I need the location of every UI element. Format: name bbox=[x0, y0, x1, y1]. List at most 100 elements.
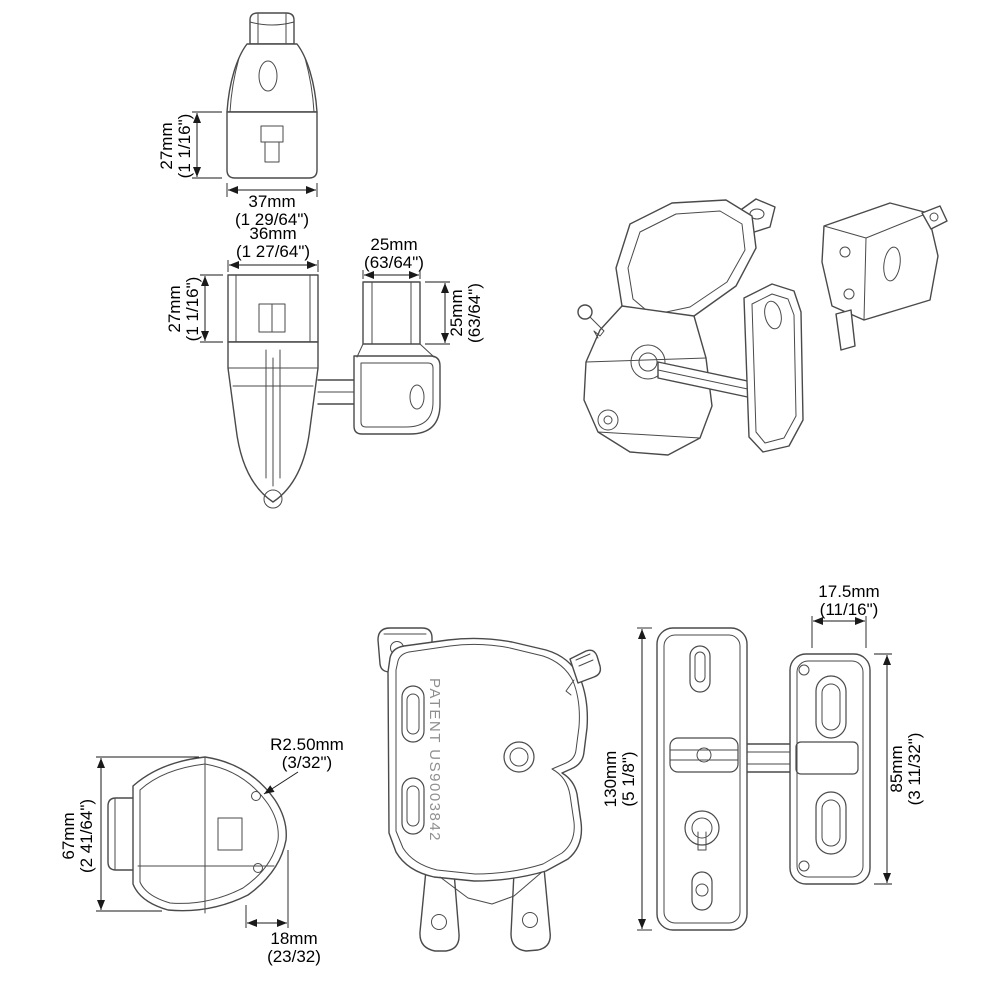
fillet-hole bbox=[253, 863, 263, 873]
latch-side-dimensions: 130mm (5 1/8") 17.5mm (11/16") 85mm (3 1… bbox=[601, 582, 924, 931]
transition-line bbox=[356, 343, 364, 358]
dim-knob-height-mm: 67mm bbox=[59, 812, 78, 859]
key-icon bbox=[569, 649, 602, 684]
knob-body bbox=[132, 756, 287, 912]
dim-striker-width-mm: 17.5mm bbox=[818, 582, 879, 601]
bell-shade-line bbox=[304, 57, 315, 113]
transition-line bbox=[419, 343, 435, 358]
screw-slot-top bbox=[689, 645, 711, 693]
cap-shade-line bbox=[249, 21, 295, 26]
housing-edge-line bbox=[597, 431, 701, 439]
dim-bracket-width-mm: 25mm bbox=[370, 235, 417, 254]
knob-side-view bbox=[107, 756, 287, 914]
slot-lower-inner bbox=[406, 785, 420, 827]
gear-detail bbox=[630, 344, 666, 380]
striker-slot-top bbox=[815, 675, 847, 739]
pivot-housing bbox=[669, 737, 739, 773]
striker-body-outline bbox=[789, 653, 871, 885]
dim-bracket-width-in: (63/64") bbox=[364, 253, 424, 272]
striker-slot-bottom-inner bbox=[821, 799, 841, 847]
knob-side-dimensions: 67mm (2 41/64") R2.50mm (3/32") 18mm (23… bbox=[59, 735, 344, 966]
key-icon bbox=[565, 679, 575, 696]
striker-body-outline bbox=[227, 274, 319, 343]
middle-bracket-inner bbox=[751, 293, 797, 444]
pivot-boss bbox=[503, 741, 535, 773]
dim-knob-width-in: (23/32) bbox=[267, 947, 321, 966]
latch-shield-body bbox=[387, 637, 589, 882]
retaining-ring bbox=[263, 489, 283, 509]
dim-striker-front-width-in: (1 29/64") bbox=[235, 210, 309, 229]
housing-slot bbox=[883, 246, 901, 282]
slot-lower bbox=[401, 777, 425, 835]
lock-cylinder bbox=[597, 409, 619, 431]
dim-striker-side-height-in: (1 1/16") bbox=[183, 277, 202, 342]
d-mark-top bbox=[798, 664, 810, 676]
d-mark-bottom bbox=[798, 860, 810, 872]
latch-front-view: PATENT US9003842 bbox=[377, 627, 602, 952]
dim-knob-height-in: (2 41/64") bbox=[77, 799, 96, 873]
tab-hole bbox=[929, 212, 939, 222]
housing-top-tab bbox=[921, 205, 948, 230]
gear-detail bbox=[638, 352, 658, 372]
pivot-bracket bbox=[353, 355, 441, 435]
housing-edge-line bbox=[585, 357, 707, 363]
lock-cylinder bbox=[684, 810, 720, 846]
fillet-hole bbox=[251, 791, 261, 801]
striker-base-block bbox=[226, 111, 318, 179]
keyhole-slot bbox=[697, 831, 707, 851]
dim-striker-side-height-mm: 27mm bbox=[165, 285, 184, 332]
slot-upper-inner bbox=[406, 693, 420, 735]
knob-spindle-tab bbox=[107, 797, 135, 871]
striker-side-dimensions: 36mm (1 27/64") 25mm (63/64") 27mm (1 1/… bbox=[165, 224, 484, 345]
striker-front-dimensions: 27mm (1 1/16") 37mm (1 29/64") bbox=[157, 111, 318, 229]
striker-body-inner bbox=[796, 660, 864, 878]
bottom-mount-prong-left bbox=[419, 869, 460, 952]
dim-striker-height-in: (3 11/32") bbox=[905, 733, 924, 806]
lock-cylinder bbox=[603, 415, 613, 425]
bar-engagement-block bbox=[795, 741, 859, 775]
screw-head bbox=[695, 883, 709, 897]
exploded-assembly-view bbox=[577, 198, 948, 456]
bottom-mount-prong-right bbox=[510, 867, 551, 952]
striker-slot-top-inner bbox=[821, 683, 841, 731]
dim-latch-height-mm: 130mm bbox=[601, 751, 620, 808]
dim-latch-height-in: (5 1/8") bbox=[619, 751, 638, 806]
dim-striker-front-height-mm: 27mm bbox=[157, 122, 176, 169]
middle-bracket bbox=[743, 283, 804, 453]
striker-side-view bbox=[227, 274, 441, 509]
dim-striker-side-width-in: (1 27/64") bbox=[236, 242, 310, 261]
slot-upper bbox=[401, 685, 425, 743]
housing-pin bbox=[835, 309, 856, 351]
base-pin-detail bbox=[264, 141, 280, 163]
dim-striker-front-width-mm: 37mm bbox=[248, 192, 295, 211]
key-icon bbox=[575, 653, 591, 661]
knob-hub-detail bbox=[217, 817, 243, 851]
dim-bracket-height-in: (63/64") bbox=[465, 283, 484, 343]
dim-knob-width-mm: 18mm bbox=[270, 929, 317, 948]
pivot-pin bbox=[696, 747, 712, 763]
mount-hole bbox=[431, 914, 447, 930]
bell-oval-detail bbox=[258, 60, 278, 92]
patent-text: PATENT US9003842 bbox=[426, 678, 443, 842]
latch-back-plate bbox=[615, 199, 757, 327]
bell-shade-line bbox=[229, 57, 240, 113]
latch-body-inner bbox=[663, 634, 741, 924]
striker-bell-body bbox=[226, 43, 318, 113]
dim-knob-fillet-in: (3/32") bbox=[282, 753, 332, 772]
mount-hole bbox=[522, 912, 538, 928]
dim-striker-side-width-mm: 36mm bbox=[249, 224, 296, 243]
lock-cylinder-inner bbox=[691, 817, 713, 839]
dim-knob-fillet-mm: R2.50mm bbox=[270, 735, 344, 754]
striker-front-view bbox=[226, 12, 318, 179]
rod-center-line bbox=[657, 369, 758, 392]
pivot-bracket-inner bbox=[360, 362, 434, 428]
key-icon bbox=[578, 659, 594, 667]
screw-slot-bottom bbox=[691, 871, 713, 911]
latch-shield-inner bbox=[395, 643, 580, 875]
striker-housing-3d bbox=[821, 202, 939, 321]
dim-striker-front-height-in: (1 1/16") bbox=[175, 114, 194, 179]
bracket-slot-hole bbox=[409, 384, 425, 410]
key-icon bbox=[577, 304, 593, 320]
radius-leader-line bbox=[263, 771, 299, 795]
